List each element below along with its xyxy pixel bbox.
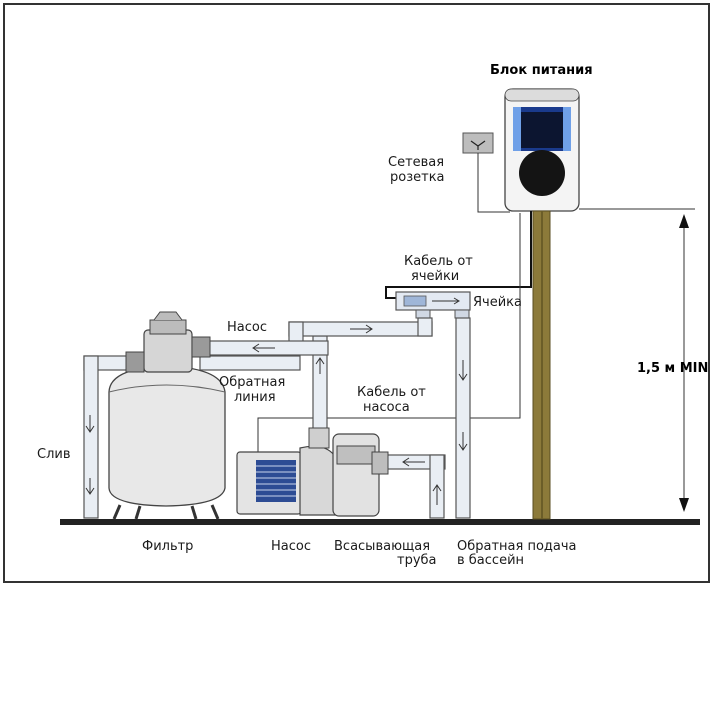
label-suction: Всасывающая xyxy=(334,539,430,554)
pipe-return-line xyxy=(199,340,329,371)
electrolysis-cell xyxy=(395,291,471,319)
diagram-frame xyxy=(3,3,710,583)
label-suction-2: труба xyxy=(397,553,437,568)
label-filter: Фильтр xyxy=(142,539,193,554)
sand-filter xyxy=(108,311,226,520)
label-drain: Слив xyxy=(37,447,71,462)
flow-arrow-icon xyxy=(85,324,468,505)
height-dimension xyxy=(579,208,695,512)
label-cell-cable-2: ячейки xyxy=(411,269,459,284)
floor-line xyxy=(60,519,700,525)
socket-wire xyxy=(477,153,510,213)
label-pump-bottom: Насос xyxy=(271,539,311,554)
label-return-feed: Обратная подача xyxy=(457,539,577,554)
label-cell-cable: Кабель от xyxy=(404,254,473,269)
power-unit-knob xyxy=(519,150,565,196)
filter-valve xyxy=(149,319,187,335)
power-unit xyxy=(504,88,580,212)
cell-cable xyxy=(385,211,532,299)
label-pump-cable-2: насоса xyxy=(363,400,410,415)
label-height: 1,5 м MIN xyxy=(637,361,708,376)
label-cell: Ячейка xyxy=(473,295,522,310)
label-pump-top: Насос xyxy=(227,320,267,335)
pipe-return-to-pool xyxy=(455,317,471,519)
label-pump-cable: Кабель от xyxy=(357,385,426,400)
socket-icon xyxy=(462,132,494,154)
pump xyxy=(236,427,389,517)
pipe-to-cell xyxy=(288,317,433,432)
label-return-line: Обратная xyxy=(219,375,285,390)
label-socket-2: розетка xyxy=(390,170,445,185)
label-return-line-2: линия xyxy=(234,390,276,405)
label-socket: Сетевая xyxy=(388,155,444,170)
label-return-feed-2: в бассейн xyxy=(457,553,524,568)
label-power-unit: Блок питания xyxy=(490,63,593,78)
pipe-drain xyxy=(83,355,143,519)
pump-cable xyxy=(257,213,521,456)
